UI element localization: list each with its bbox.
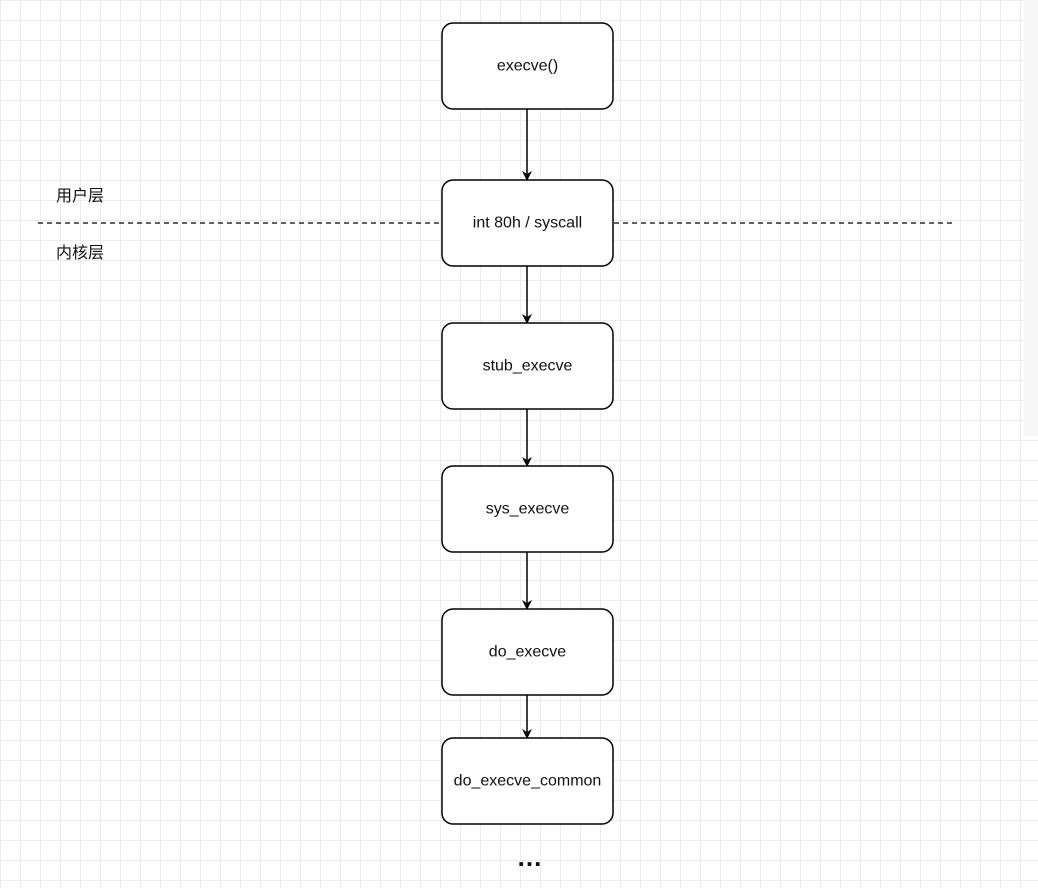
node-int80-syscall-label: int 80h / syscall [473, 215, 582, 232]
node-stub-execve-label: stub_execve [483, 358, 573, 375]
node-execve-label: execve() [497, 58, 558, 75]
node-do-execve: do_execve [441, 608, 614, 696]
user-layer-label: 用户层 [56, 186, 105, 205]
node-do-execve-common: do_execve_common [441, 737, 614, 825]
node-sys-execve-label: sys_execve [486, 501, 570, 518]
node-do-execve-common-label: do_execve_common [454, 773, 602, 790]
node-stub-execve: stub_execve [441, 322, 614, 410]
node-execve: execve() [441, 22, 614, 110]
kernel-layer-label: 内核层 [56, 243, 105, 262]
node-int80-syscall: int 80h / syscall [441, 179, 614, 267]
node-sys-execve: sys_execve [441, 465, 614, 553]
node-do-execve-label: do_execve [489, 644, 566, 661]
continuation-ellipsis: ... [517, 842, 543, 872]
canvas-scroll-strip [1024, 0, 1038, 436]
